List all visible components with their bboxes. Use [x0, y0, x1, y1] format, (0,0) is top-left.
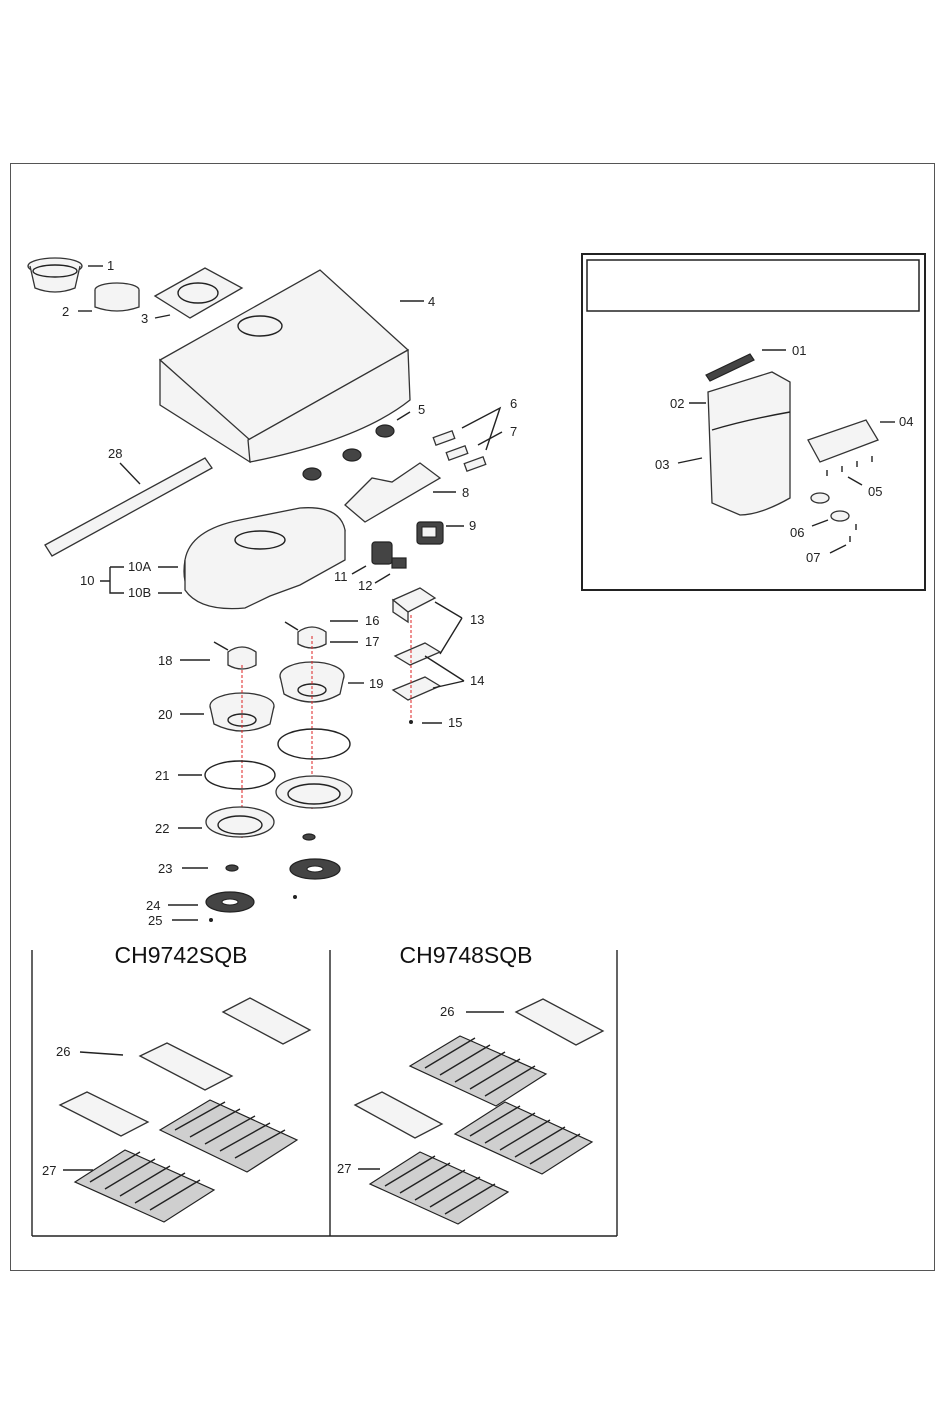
callout-24: 24 [146, 898, 160, 913]
callout-13: 13 [470, 612, 484, 627]
callout-10: 10 [80, 573, 94, 588]
switch-6 [433, 431, 455, 445]
nut-right [303, 834, 315, 840]
inset-callout-05: 05 [868, 484, 882, 499]
lens-14 [393, 643, 440, 700]
model-name-right: CH9748SQB [400, 942, 533, 968]
control-bracket-8 [345, 463, 440, 522]
inset-callout-07: 07 [806, 550, 820, 565]
callout-25: 25 [148, 913, 162, 928]
gasket-ring-right [278, 729, 350, 759]
switch-7 [446, 446, 486, 471]
light-box-9 [417, 522, 443, 544]
callout-20: 20 [158, 707, 172, 722]
callout-18: 18 [158, 653, 172, 668]
chimney-cover-03 [708, 372, 790, 515]
inset-callout-04: 04 [899, 414, 913, 429]
callout-19: 19 [369, 676, 383, 691]
venturi-ring-22 [206, 807, 274, 837]
right-callout-26: 26 [440, 1004, 454, 1019]
nut-23 [226, 865, 238, 871]
terminal-12 [392, 558, 406, 568]
duct-collar-2 [95, 283, 139, 311]
callout-11: 11 [334, 569, 348, 584]
right-callout-27: 27 [337, 1161, 351, 1176]
callout-3: 3 [141, 311, 148, 326]
left-callout-27: 27 [42, 1163, 56, 1178]
left-callout-26: 26 [56, 1044, 70, 1059]
gasket-ring-21 [205, 761, 275, 789]
blade-24 [206, 892, 254, 912]
callout-5: 5 [418, 402, 425, 417]
callout-10a: 10A [128, 559, 151, 574]
callout-2: 2 [62, 304, 69, 319]
callout-1: 1 [107, 258, 114, 273]
inset-callout-01: 01 [792, 343, 806, 358]
inset-callout-06: 06 [790, 525, 804, 540]
callout-21: 21 [155, 768, 169, 783]
callout-10b: 10B [128, 585, 151, 600]
callout-9: 9 [469, 518, 476, 533]
callout-16: 16 [365, 613, 379, 628]
capacitor-11 [372, 542, 392, 564]
callout-22: 22 [155, 821, 169, 836]
duct-collar-1 [28, 258, 82, 292]
venturi-ring-right [276, 776, 352, 808]
callout-15: 15 [448, 715, 462, 730]
motor-17 [285, 622, 326, 648]
model-name-left: CH9742SQB [115, 942, 248, 968]
inset-callout-03: 03 [655, 457, 669, 472]
callout-28: 28 [108, 446, 122, 461]
inset-title-box [587, 260, 919, 311]
callout-17: 17 [365, 634, 379, 649]
light-housing-13 [393, 588, 435, 622]
callout-7: 7 [510, 424, 517, 439]
callout-14: 14 [470, 673, 484, 688]
inset-callout-02: 02 [670, 396, 684, 411]
callout-4: 4 [428, 294, 435, 309]
blade-right [290, 859, 340, 879]
callout-12: 12 [358, 578, 372, 593]
blower-housing-10 [184, 508, 345, 609]
motor-18 [214, 642, 256, 669]
callout-8: 8 [462, 485, 469, 500]
callout-6: 6 [510, 396, 517, 411]
damper-plate-3 [155, 268, 242, 318]
callout-23: 23 [158, 861, 172, 876]
